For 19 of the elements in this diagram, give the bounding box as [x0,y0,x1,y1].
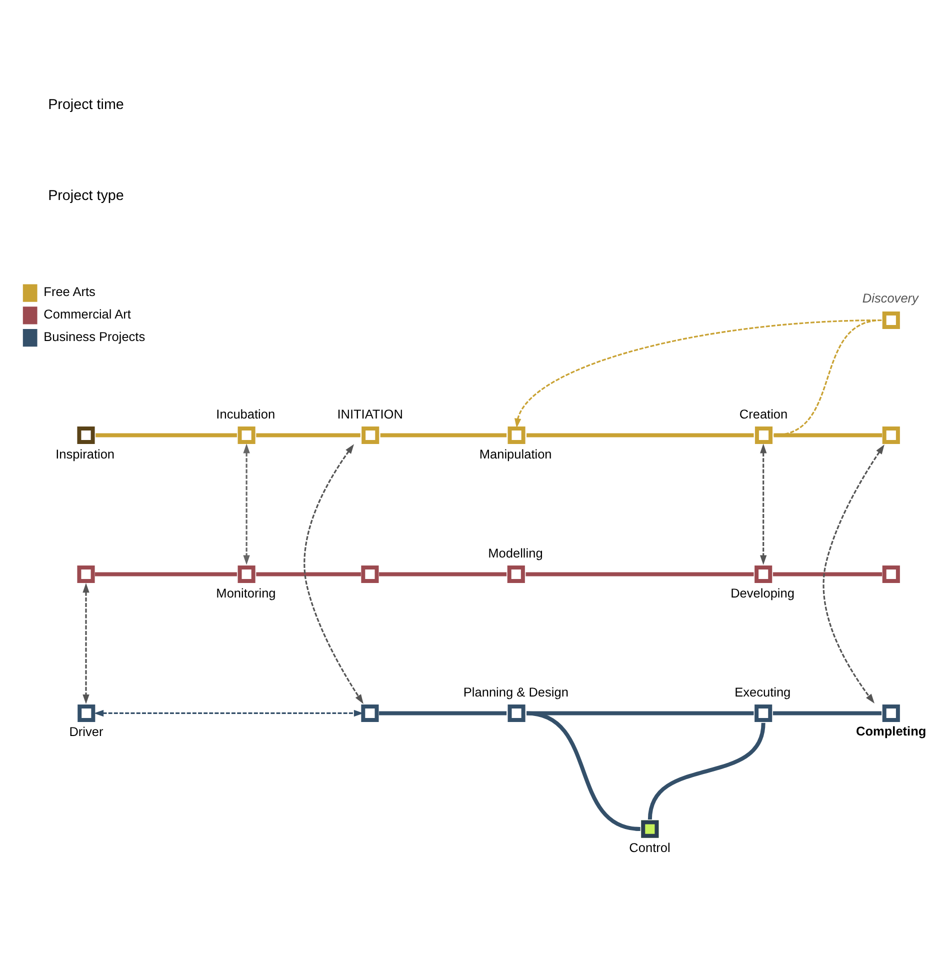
node-label: Developing [730,585,794,600]
node-label: Executing [734,684,791,700]
node-label: Creation [739,406,788,422]
legend-label: Commercial Art [44,306,131,322]
node-label: Incubation [216,406,276,422]
node-label: Monitoring [216,585,276,600]
node-label: Completing [856,723,926,738]
label: Project time [48,96,124,113]
node-label: Discovery [862,290,918,306]
label: Project type [48,188,124,204]
legend-label: Free Arts [44,284,96,300]
node-label: Planning & Design [463,684,568,700]
node-label: INITIATION [337,406,403,422]
node-label: Inspiration [56,446,115,462]
node-label: Driver [69,724,104,740]
node-label: Control [629,840,670,856]
legend-label: Business Projects [44,328,146,344]
node-label: Modelling [488,545,543,560]
node-label: Manipulation [479,446,552,462]
